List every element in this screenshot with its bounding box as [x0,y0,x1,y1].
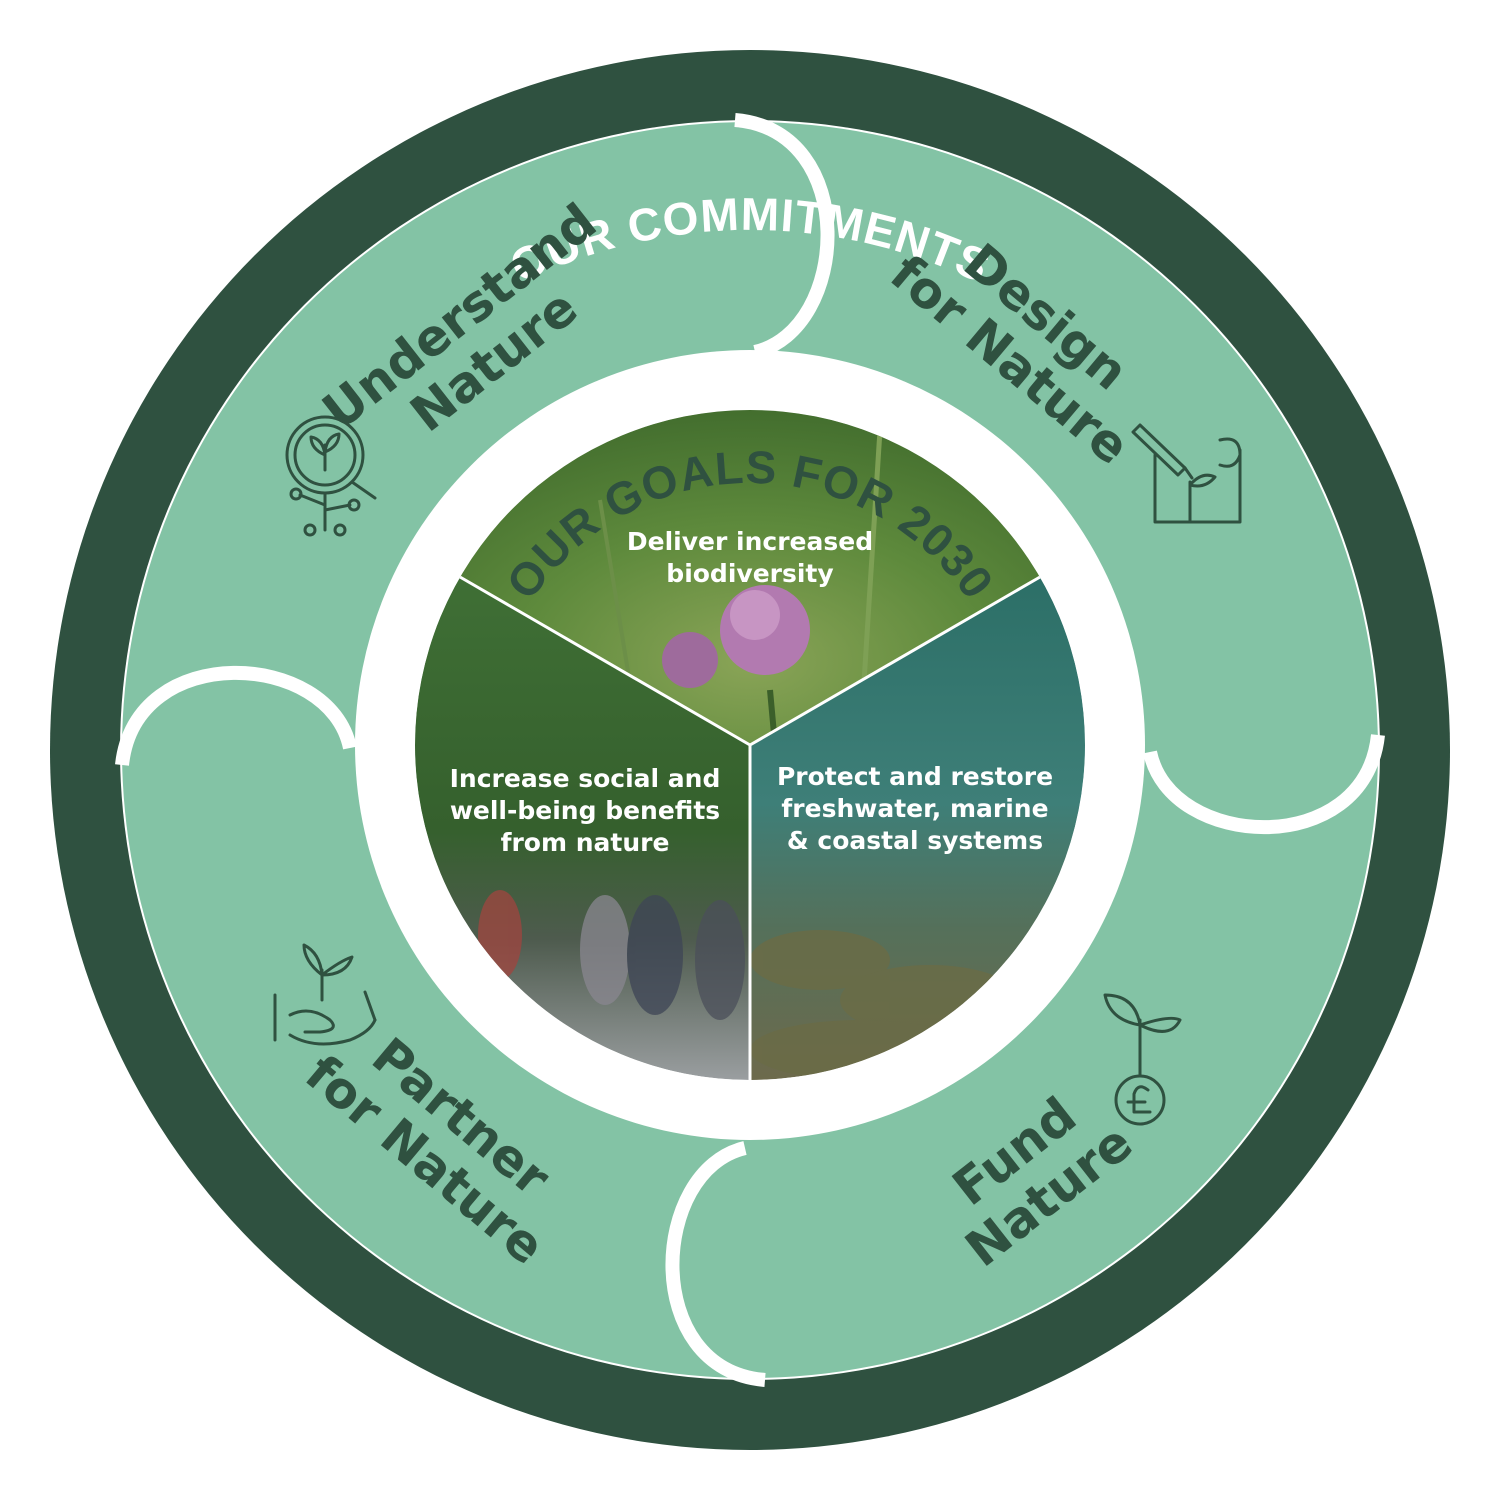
goal-line: biodiversity [666,559,833,588]
people-shapes [478,890,745,1020]
goal-line: Increase social and [450,764,721,793]
goal-label-social: Increase social and well-being benefits … [450,764,721,857]
goal-label-biodiversity: Deliver increased biodiversity [627,527,873,588]
goal-line: & coastal systems [787,826,1043,855]
sprout-pound-coin-icon [1103,993,1182,1126]
goal-line: freshwater, marine [781,794,1048,823]
goal-line: well-being benefits [450,796,720,825]
goals-image-disc [415,410,1085,1080]
pencil-blueprint-icon [1131,423,1242,524]
goal-image-biodiversity [460,410,1040,745]
hand-sprout-icon [273,943,377,1046]
goal-line: Protect and restore [777,762,1053,791]
goal-label-water: Protect and restore freshwater, marine &… [777,762,1053,855]
goal-line: from nature [501,828,670,857]
magnifier-plant-icon [285,415,377,537]
goal-line: Deliver increased [627,527,873,556]
